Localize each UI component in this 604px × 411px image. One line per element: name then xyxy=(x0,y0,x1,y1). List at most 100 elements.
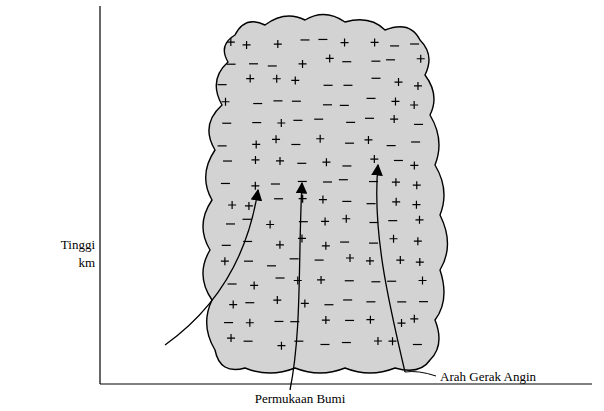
positive-charge xyxy=(245,202,253,210)
positive-charge xyxy=(228,201,236,209)
positive-charge xyxy=(294,277,302,285)
negative-charge xyxy=(218,145,227,146)
positive-charge xyxy=(221,257,229,265)
positive-charge xyxy=(398,319,406,327)
negative-charge xyxy=(318,39,327,40)
positive-charge xyxy=(272,135,280,143)
wind-arrow xyxy=(290,183,302,390)
negative-charge xyxy=(342,342,351,343)
positive-charge xyxy=(390,115,398,123)
negative-charge xyxy=(297,163,306,164)
positive-charge xyxy=(417,55,425,63)
negative-charge xyxy=(274,198,283,199)
positive-charge xyxy=(321,217,329,225)
negative-charge xyxy=(386,59,395,60)
negative-charge xyxy=(390,45,399,46)
positive-charge xyxy=(410,161,418,169)
negative-charge xyxy=(366,301,375,302)
height-axis xyxy=(99,6,100,384)
negative-charge xyxy=(369,222,378,223)
positive-charge xyxy=(370,155,378,163)
negative-charge xyxy=(292,101,301,102)
positive-charge xyxy=(416,258,424,266)
negative-charge xyxy=(345,320,354,321)
negative-charge xyxy=(387,281,396,282)
negative-charge xyxy=(245,302,254,303)
positive-charge xyxy=(374,337,382,345)
positive-charge xyxy=(364,136,372,144)
positive-charge xyxy=(341,39,349,47)
positive-charge xyxy=(414,237,422,245)
positive-charge xyxy=(273,75,281,83)
negative-charge xyxy=(323,181,332,182)
positive-charge xyxy=(276,157,284,165)
wind-label: Arah Gerak Angin xyxy=(440,368,590,386)
negative-charge xyxy=(276,277,285,278)
positive-charge xyxy=(391,97,399,105)
positive-charge xyxy=(366,257,374,265)
negative-charge xyxy=(411,141,420,142)
positive-charge xyxy=(396,256,404,264)
positive-charge xyxy=(301,299,309,307)
negative-charge xyxy=(244,341,253,342)
negative-charge xyxy=(223,160,232,161)
negative-charge xyxy=(394,160,403,161)
negative-charge xyxy=(244,261,253,262)
negative-charge xyxy=(339,179,348,180)
negative-charge xyxy=(249,63,258,64)
negative-charge xyxy=(222,123,231,124)
positive-charge xyxy=(299,60,307,68)
negative-charge xyxy=(314,119,323,120)
negative-charge xyxy=(242,219,251,220)
positive-charge xyxy=(366,316,374,324)
wind-arrow xyxy=(165,190,258,345)
positive-charge xyxy=(222,98,230,106)
negative-charge xyxy=(387,145,396,146)
negative-charge xyxy=(315,259,324,260)
negative-charge xyxy=(342,61,351,62)
negative-charge xyxy=(343,299,352,300)
negative-charge xyxy=(367,98,376,99)
positive-charge xyxy=(229,301,237,309)
negative-charge xyxy=(367,203,376,204)
positive-charge xyxy=(266,220,274,228)
positive-charge xyxy=(227,334,235,342)
positive-charge xyxy=(414,82,422,90)
positive-charge xyxy=(326,54,334,62)
positive-charge xyxy=(277,119,285,127)
positive-charge xyxy=(415,216,423,224)
positive-charge xyxy=(251,156,259,164)
negative-charge xyxy=(372,78,381,79)
positive-charge xyxy=(410,315,418,323)
positive-charge xyxy=(250,281,258,289)
positive-charge xyxy=(227,38,235,46)
negative-charge xyxy=(274,321,283,322)
positive-charge xyxy=(276,241,284,249)
positive-charge xyxy=(389,337,397,345)
negative-charge xyxy=(371,281,380,282)
negative-charge xyxy=(271,183,280,184)
negative-charge xyxy=(222,245,231,246)
axis-label: Permukaan Bumi xyxy=(200,390,400,408)
negative-charge xyxy=(253,103,262,104)
negative-charge xyxy=(342,165,351,166)
negative-charge xyxy=(273,100,282,101)
positive-charge xyxy=(346,254,354,262)
negative-charge xyxy=(268,65,277,66)
positive-charge xyxy=(299,195,307,203)
positive-charge xyxy=(395,78,403,86)
positive-charge xyxy=(412,201,420,209)
negative-charge xyxy=(340,105,349,106)
negative-charge xyxy=(224,322,233,323)
negative-charge xyxy=(293,120,302,121)
negative-charge xyxy=(323,104,332,105)
negative-charge xyxy=(228,283,237,284)
negative-charge xyxy=(342,201,351,202)
negative-charge xyxy=(346,122,355,123)
positive-charge xyxy=(317,276,325,284)
positive-charge xyxy=(273,296,281,304)
negative-charge xyxy=(324,304,333,305)
negative-charge xyxy=(414,124,423,125)
